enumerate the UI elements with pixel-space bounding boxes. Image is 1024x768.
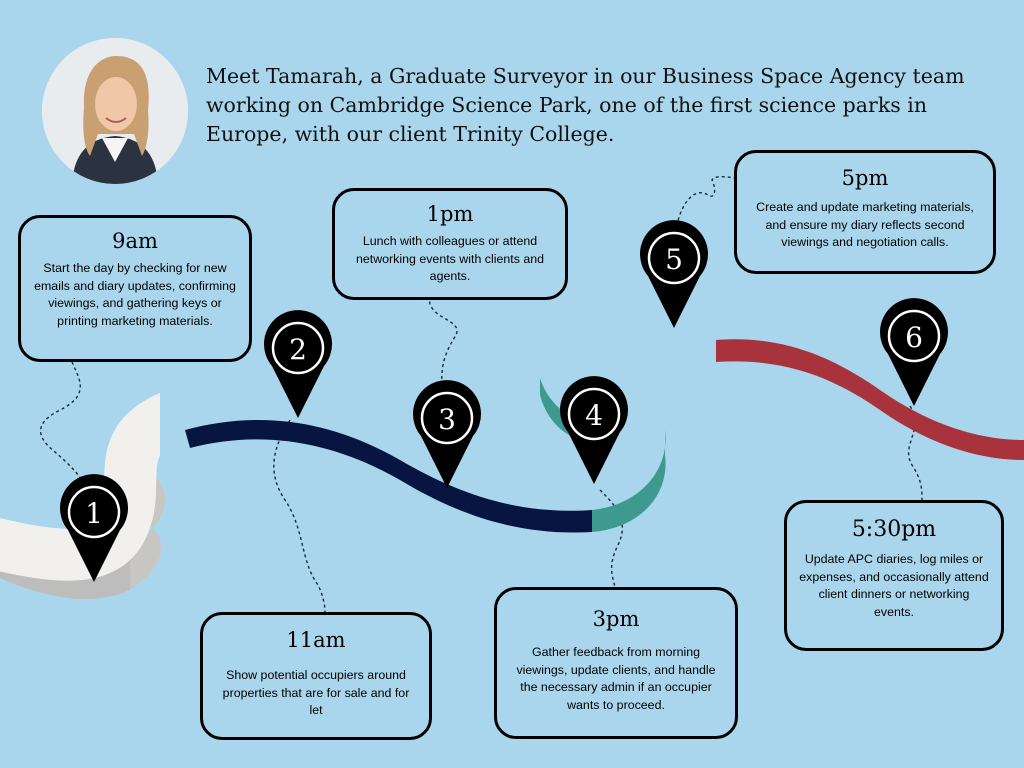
milestone-card-9am: 9am Start the day by checking for new em…	[18, 215, 252, 362]
milestone-time: 5pm	[841, 166, 889, 190]
milestone-time: 5:30pm	[851, 517, 937, 542]
pin-1: 1	[59, 474, 128, 582]
person-photo-icon	[42, 38, 188, 184]
milestone-card-3pm: 3pm Gather feedback from morning viewing…	[494, 587, 738, 739]
milestone-description: Lunch with colleagues or attend networki…	[355, 234, 545, 283]
intro-text: Meet Tamarah, a Graduate Surveyor in our…	[206, 64, 965, 146]
pin-6: 6	[880, 298, 948, 406]
connector-5	[675, 175, 735, 233]
pin-3: 3	[412, 380, 481, 488]
milestone-description: Start the day by checking for new emails…	[34, 261, 236, 328]
pin-4: 4	[560, 376, 628, 484]
milestone-description: Show potential occupiers around properti…	[222, 668, 410, 717]
connector-2	[273, 419, 326, 613]
avatar	[42, 38, 188, 184]
milestone-time: 11am	[286, 628, 346, 652]
pin-4-number: 4	[585, 399, 603, 432]
milestone-card-530pm: 5:30pm Update APC diaries, log miles or …	[784, 500, 1004, 651]
connector-3	[429, 299, 458, 386]
milestone-time: 9am	[112, 229, 158, 253]
segment-4-side	[716, 339, 1024, 460]
milestone-time: 1pm	[426, 202, 474, 226]
milestone-description: Update APC diaries, log miles or expense…	[799, 552, 989, 619]
milestone-description: Gather feedback from morning viewings, u…	[516, 645, 716, 712]
pin-2-number: 2	[289, 333, 307, 366]
pin-6-number: 6	[905, 321, 923, 354]
connector-4	[599, 489, 623, 588]
pin-5: 5	[640, 220, 708, 328]
milestone-card-11am: 11am Show potential occupiers around pro…	[200, 612, 432, 740]
dashed-connectors	[39, 175, 923, 613]
pin-3-number: 3	[438, 403, 456, 436]
segment-1-side-b	[130, 468, 165, 590]
segment-3-side	[592, 430, 666, 532]
milestone-card-1pm: 1pm Lunch with colleagues or attend netw…	[332, 188, 568, 300]
ribbon-sides	[0, 339, 1024, 600]
milestone-description: Create and update marketing materials, a…	[756, 200, 974, 249]
pin-2: 2	[264, 310, 332, 418]
connector-1	[39, 361, 89, 491]
pin-1-number: 1	[85, 497, 103, 530]
milestone-time: 3pm	[592, 607, 640, 631]
pin-5-number: 5	[665, 243, 683, 276]
milestone-card-5pm: 5pm Create and update marketing material…	[734, 150, 996, 274]
segment-2-side	[185, 420, 592, 533]
